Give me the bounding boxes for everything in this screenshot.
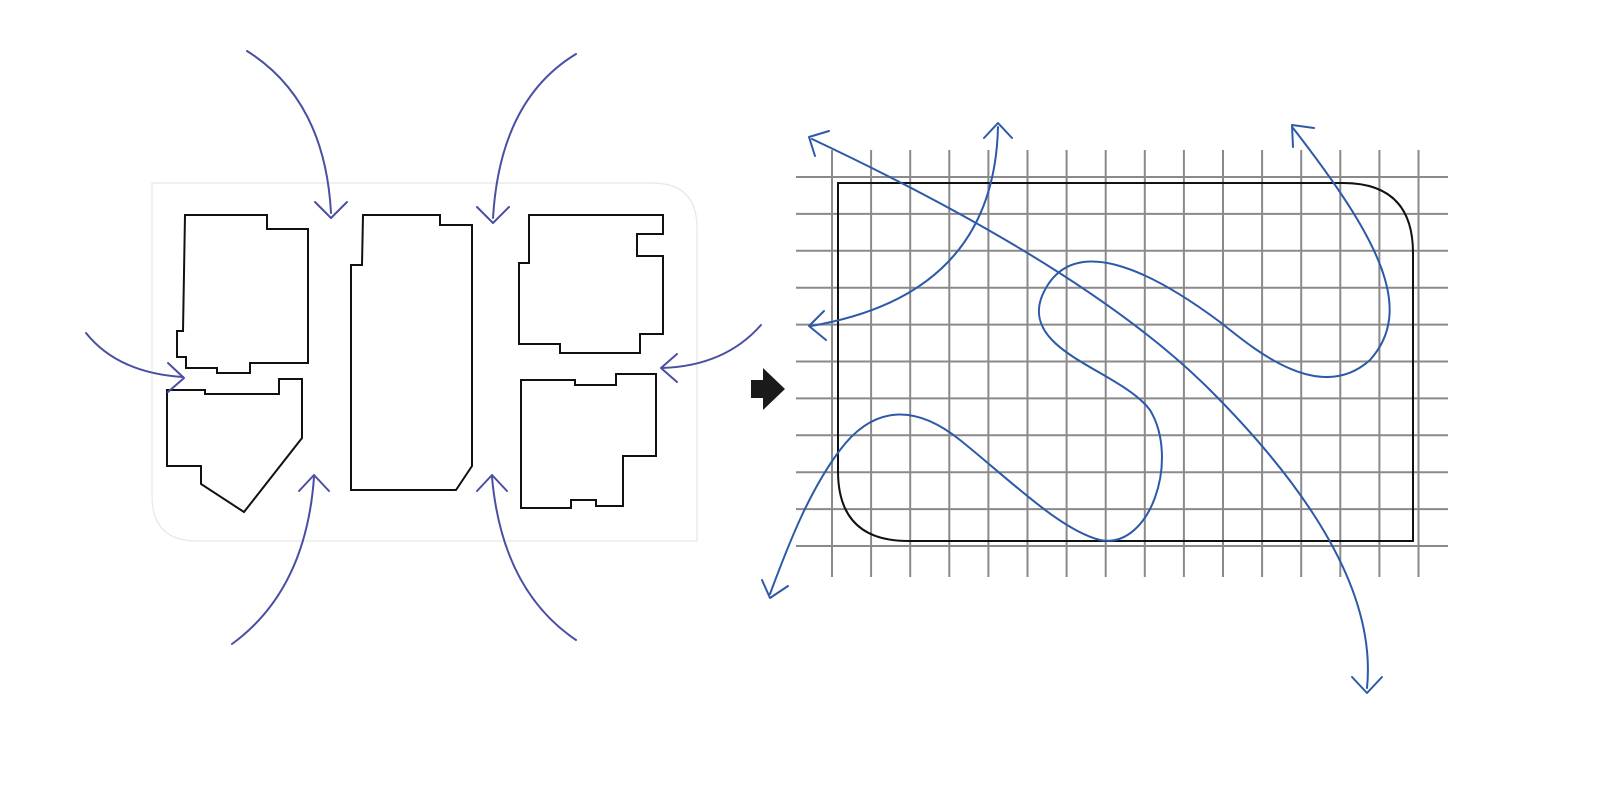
plaza-outline [837,182,1414,542]
arrowhead-up-left-icon [808,130,830,157]
arrowhead-down-left-icon [761,579,789,599]
inward-arrow-left [85,332,185,393]
arrowhead-up-icon [298,474,330,492]
arrowhead-up-left-icon [1291,124,1315,148]
building-top-left [176,214,309,374]
arrowhead-right-icon [167,362,185,393]
arrowhead-up-icon [476,474,508,492]
arrowhead-left-icon [660,353,678,383]
site-outline [151,182,698,542]
right-arrow-icon [751,368,785,410]
inward-arrow-bottom-center [476,474,577,641]
inward-arrow-top-left [246,50,348,219]
arrowhead-up-icon [983,122,1013,139]
inward-arrow-right [660,324,762,383]
left-panel-fragmented-site [85,50,762,645]
arrowhead-down-icon [476,206,510,224]
building-bottom-left [166,378,303,514]
inward-arrow-bottom-left [231,474,330,645]
building-center [350,214,473,491]
flow-top-left-arc [808,122,1013,341]
inward-arrow-top-center [476,53,577,224]
flow-diagonal [808,130,1383,694]
outward-flow-lines [761,122,1391,694]
arrowhead-down-icon [314,201,348,219]
right-panel-unified-grid [761,122,1448,694]
building-blocks [166,214,664,514]
grid-lines [796,150,1448,577]
arrowhead-down-icon [1351,676,1383,694]
building-top-right [518,214,664,354]
arrowhead-left-icon [808,310,827,341]
flow-top-right-loop [761,124,1391,599]
inward-flow-arrows [85,50,762,645]
building-bottom-right [520,373,657,509]
